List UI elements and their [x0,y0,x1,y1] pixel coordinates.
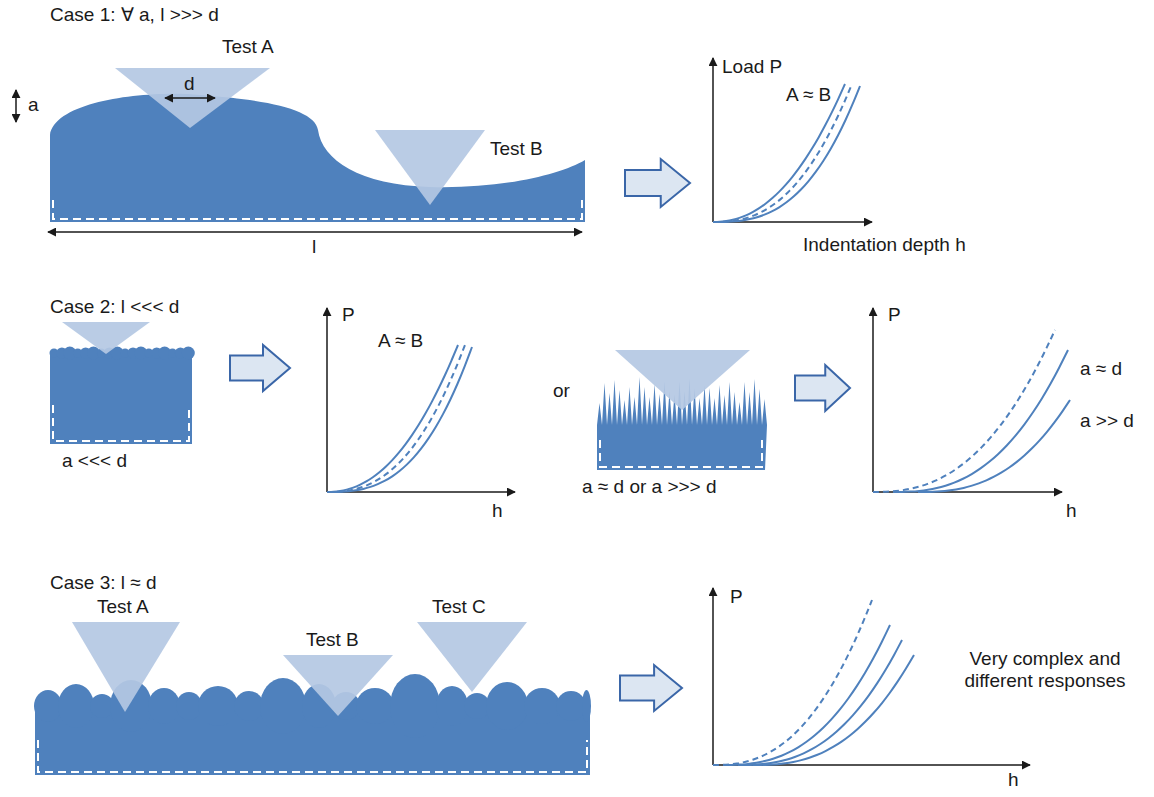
load-curve [713,84,845,222]
curve-label: a >> d [1080,410,1134,432]
broken-edge [38,740,587,772]
bump [198,686,238,726]
surface [50,352,192,444]
y-axis [326,308,328,492]
note: Very complex and different responses [940,648,1150,692]
curve-label: A ≈ B [378,330,423,352]
axis-label: h [492,500,503,522]
reference-curve [713,84,852,222]
dimension-label: d [184,73,195,95]
bump [486,682,528,730]
x-axis [327,491,515,493]
load-curve [723,625,890,765]
axis-label: h [1066,500,1077,522]
bump [34,690,62,722]
load-curve [753,655,914,765]
bump [356,688,394,724]
bump [390,674,440,738]
indenter [72,622,180,712]
load-curve [738,640,902,765]
bump [436,686,468,726]
axis-label: P [730,586,743,608]
load-curve [918,400,1070,492]
curve-label: a ≈ d [1080,358,1122,380]
axis-label: Indentation depth h [803,234,966,256]
load-curve [713,86,860,222]
broken-edge [600,440,762,467]
bump [582,690,591,722]
curve-label: A ≈ B [786,84,831,106]
bump [556,691,586,721]
bump [260,678,306,734]
bump [524,688,560,724]
test-label: Test A [222,36,274,58]
load-curve [893,350,1068,492]
test-label: Test B [306,629,359,651]
condition-label: a ≈ d or a >>> d [582,476,717,498]
bump [58,684,94,728]
dimension-l [48,231,582,233]
surface [50,94,585,222]
y-axis [712,588,714,765]
indenter [283,655,393,716]
bump [234,691,264,721]
indenter [417,622,527,692]
block-arrow [620,665,682,711]
reference-curve [713,600,872,765]
block-arrow [795,365,850,411]
axis-label: Load P [722,56,782,78]
condition-label: a <<< d [62,450,127,472]
indenter [115,68,270,128]
axis-label: P [342,304,355,326]
dimension-d [165,97,215,99]
y-axis [712,58,714,222]
broken-edge [53,405,189,441]
dimension-label: l [312,236,316,258]
y-axis [872,308,874,492]
dimension-label: a [28,94,39,116]
indenter [615,350,750,410]
drawing [16,58,1070,775]
load-curve [327,345,458,492]
case-heading: Case 3: l ≈ d [50,572,157,594]
case-heading: Case 1: ∀ a, l >>> d [50,4,219,26]
test-label: Test A [97,596,149,618]
connector-word: or [553,380,570,402]
bump [148,688,180,724]
axis-label: h [1008,769,1019,791]
broken-edge [53,200,582,219]
block-arrow [625,159,690,207]
case-heading: Case 2: l <<< d [50,296,179,318]
roughness [182,347,195,360]
block-arrow [230,345,290,391]
reference-curve [873,330,1055,492]
indenter [375,130,485,205]
test-label: Test C [432,596,486,618]
load-curve [327,347,472,492]
dimension-a [15,90,17,122]
axis-label: P [888,304,901,326]
test-label: Test B [490,138,543,160]
reference-curve [327,345,465,492]
indenter [62,322,150,354]
